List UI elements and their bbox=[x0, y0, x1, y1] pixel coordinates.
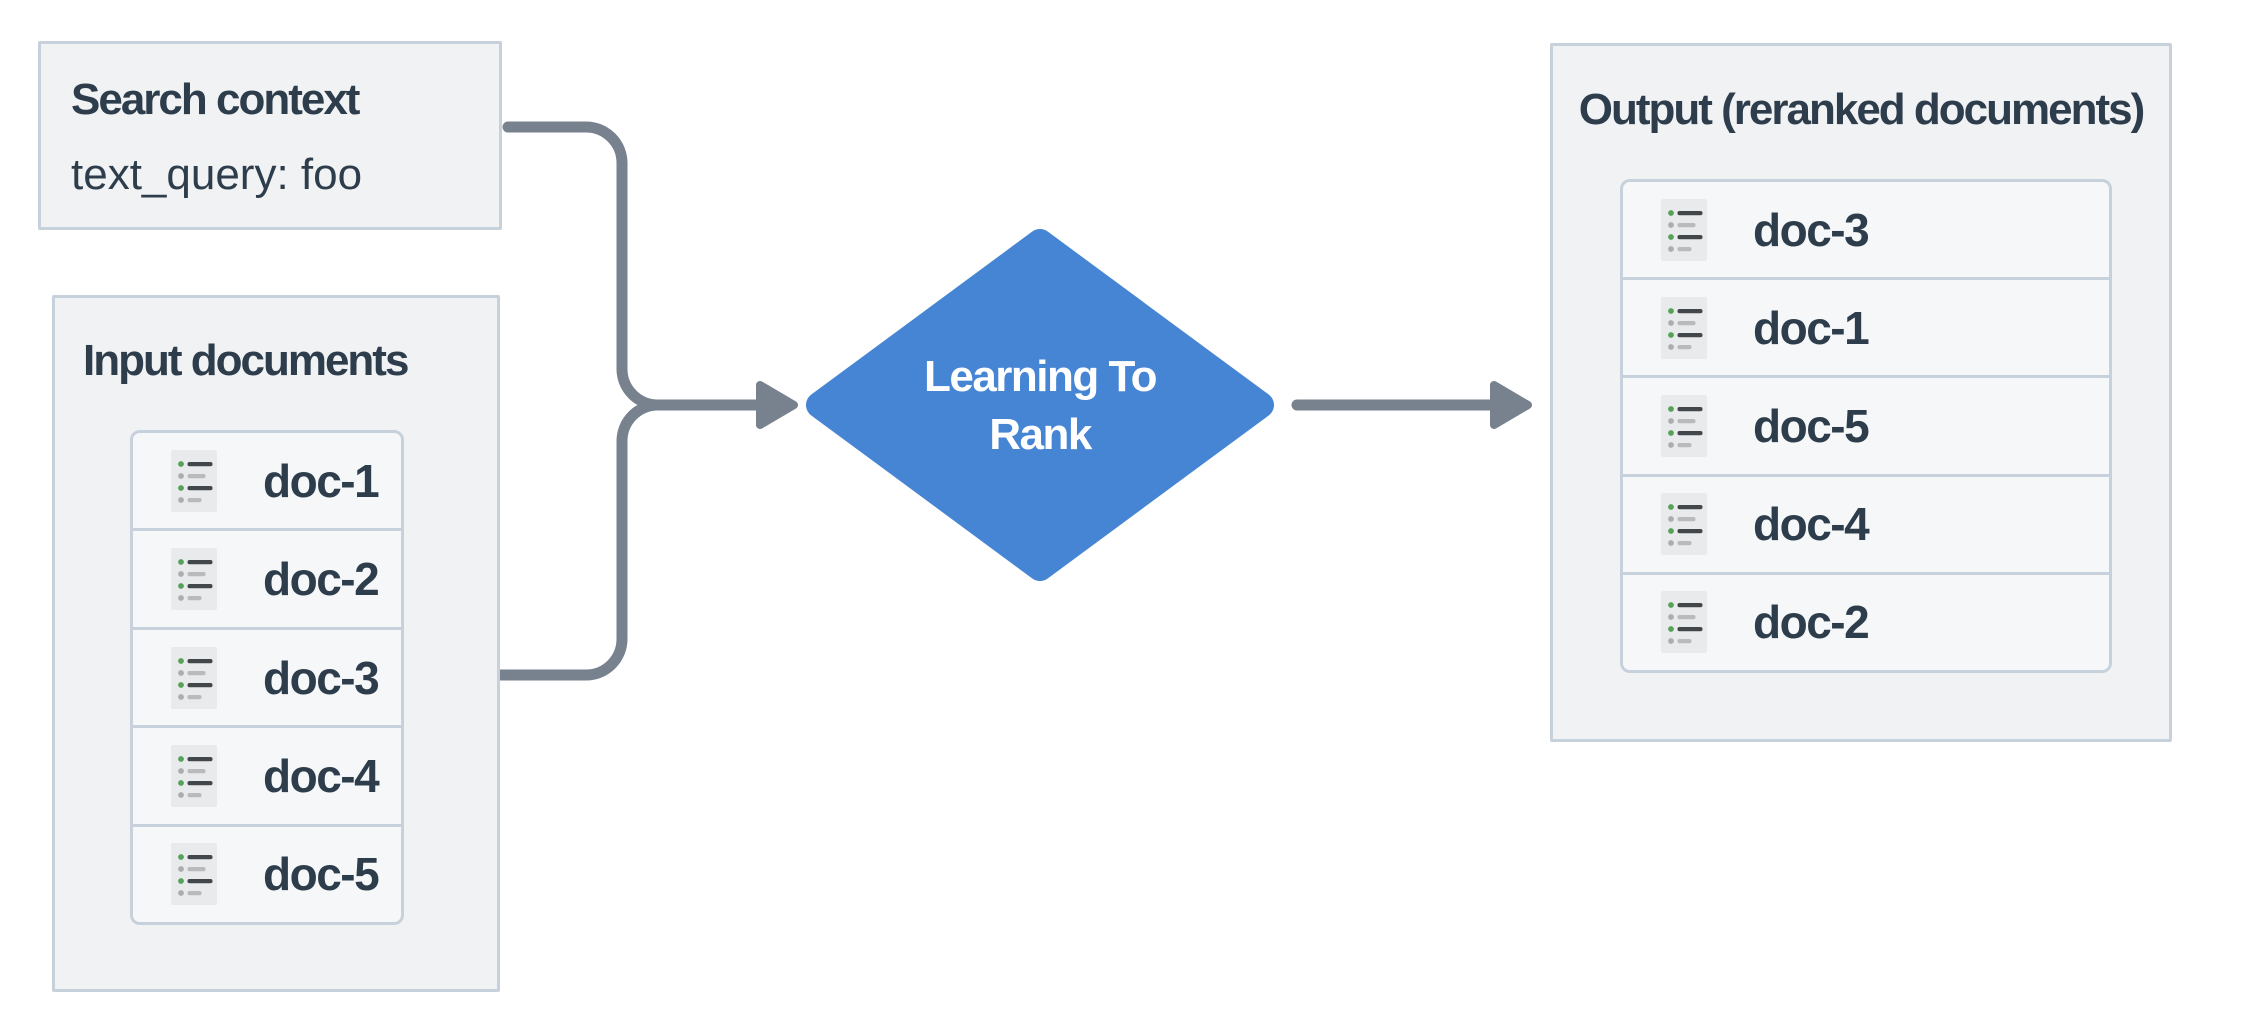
doc-label: doc-5 bbox=[1753, 400, 1870, 452]
doc-row: doc-2 bbox=[1623, 571, 2109, 670]
doc-row: doc-5 bbox=[133, 823, 401, 922]
output-reranked-title: Output (reranked documents) bbox=[1578, 85, 2146, 134]
doc-list-icon bbox=[171, 843, 217, 905]
doc-label: doc-4 bbox=[263, 749, 380, 802]
doc-label: doc-1 bbox=[263, 454, 380, 507]
output-doc-list: doc-3 doc-1 doc-5 doc-4 doc-2 bbox=[1620, 179, 2112, 673]
doc-label: doc-2 bbox=[263, 553, 380, 606]
doc-row: doc-4 bbox=[1623, 473, 2109, 572]
doc-list-icon bbox=[1661, 591, 1707, 653]
doc-list-icon bbox=[171, 548, 217, 610]
doc-list-icon bbox=[1661, 493, 1707, 555]
doc-label: doc-5 bbox=[263, 848, 380, 901]
doc-row: doc-3 bbox=[133, 626, 401, 726]
doc-list-icon bbox=[1661, 395, 1707, 457]
doc-label: doc-1 bbox=[1753, 301, 1870, 354]
doc-list-icon bbox=[1661, 297, 1707, 359]
learning-to-rank-node-shape bbox=[806, 229, 1274, 581]
doc-list-icon bbox=[171, 450, 217, 512]
search-context-title: Search context bbox=[71, 75, 360, 124]
search-context-connector bbox=[502, 121, 664, 411]
input-documents-box: Input documents doc-1 doc-2 doc-3 doc-4 … bbox=[52, 295, 500, 992]
doc-list-icon bbox=[1661, 199, 1707, 261]
doc-label: doc-4 bbox=[1753, 498, 1870, 551]
input-doc-list: doc-1 doc-2 doc-3 doc-4 doc-5 bbox=[130, 430, 404, 925]
doc-list-icon bbox=[171, 745, 217, 807]
doc-row: doc-3 bbox=[1623, 182, 2109, 278]
doc-row: doc-1 bbox=[1623, 277, 2109, 376]
arrowhead-into-node-icon bbox=[756, 381, 798, 429]
arrowhead-into-output-icon bbox=[1490, 381, 1532, 429]
node-label-line1: Learning To bbox=[923, 352, 1158, 401]
doc-row: doc-1 bbox=[133, 433, 401, 529]
learning-to-rank-node-label: Learning To Rank bbox=[808, 348, 1272, 464]
input-documents-title: Input documents bbox=[83, 336, 409, 385]
doc-row: doc-4 bbox=[133, 725, 401, 824]
search-context-box: Search context text_query: foo bbox=[38, 41, 502, 230]
doc-label: doc-2 bbox=[1753, 596, 1870, 649]
doc-row: doc-5 bbox=[1623, 375, 2109, 474]
doc-row: doc-2 bbox=[133, 528, 401, 627]
doc-label: doc-3 bbox=[1753, 203, 1870, 256]
text-query-value: text_query: foo bbox=[71, 150, 363, 199]
input-documents-connector bbox=[494, 399, 664, 681]
output-reranked-box: Output (reranked documents) doc-3 doc-1 … bbox=[1550, 43, 2172, 742]
node-label-line2: Rank bbox=[989, 410, 1092, 459]
doc-list-icon bbox=[171, 647, 217, 709]
doc-label: doc-3 bbox=[263, 651, 380, 704]
